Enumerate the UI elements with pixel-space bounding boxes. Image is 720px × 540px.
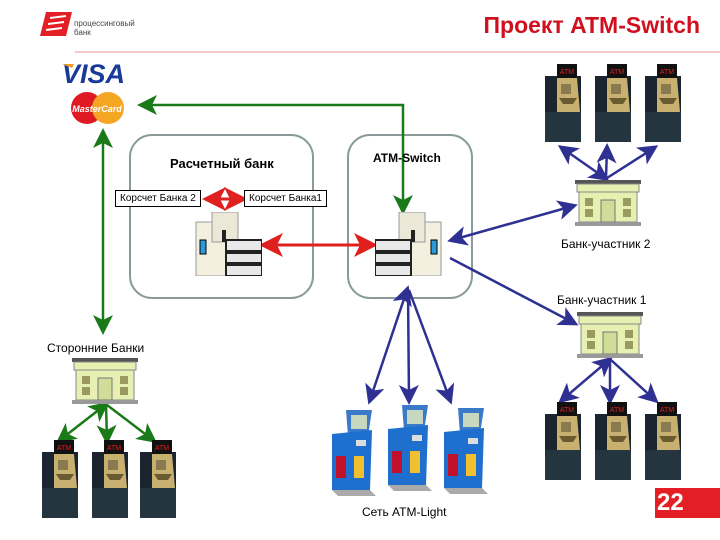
atm-light-kiosk-icon [332,410,376,496]
page-title: Проект ATM-Switch [483,12,700,38]
third-party-bank-icon [72,358,138,404]
blue-links [365,143,659,405]
links-third-party-atms [56,401,157,445]
corr-account-bank1-box: Корсчет Банка1 [244,190,327,207]
third-party-banks-label: Сторонние Банки [47,341,145,355]
page-number: 22 [655,488,720,518]
member-bank-2-label: Банк-участник 2 [561,237,651,251]
atm-screen-label: ATM [107,445,121,452]
atm-switch-label: ATM-Switch [373,151,441,165]
member-bank-2-icon [575,180,641,226]
member-bank-1-label: Банк-участник 1 [557,293,647,307]
svg-text:MasterCard: MasterCard [72,104,122,114]
logo-text: процессинговый банк [74,19,135,37]
atm-screen-labels: ATM ATM ATM ATM ATM ATM ATM ATM ATM [57,69,674,452]
logo-line-1: процессинговый [74,19,135,28]
mastercard-logo: MasterCard [71,92,124,124]
atm-screen-label: ATM [660,407,674,414]
atm-screen-label: ATM [610,69,624,76]
atm-screen-label: ATM [155,445,169,452]
link-switch-to-payment-systems [137,95,413,215]
company-logo [40,12,72,36]
member-bank-1-icon [577,312,643,358]
visa-logo: VISA [62,59,125,89]
corr-account-bank2-box: Корсчет Банка 2 [115,190,201,207]
atm-screen-label: ATM [560,407,574,414]
atm-screen-label: ATM [560,69,574,76]
logo-line-2: банк [74,28,91,37]
atm-light-kiosk-icon [388,405,432,491]
atm-light-kiosk-icon [444,408,488,494]
atm-screen-label: ATM [610,407,624,414]
settlement-bank-server-icon [195,212,262,276]
svg-text:VISA: VISA [62,59,125,89]
atm-switch-server-icon [375,212,442,276]
atm-screen-label: ATM [660,69,674,76]
atm-light-network-label: Сеть ATM-Light [362,505,447,519]
atm-screen-label: ATM [57,445,71,452]
settlement-bank-label: Расчетный банк [170,156,274,171]
